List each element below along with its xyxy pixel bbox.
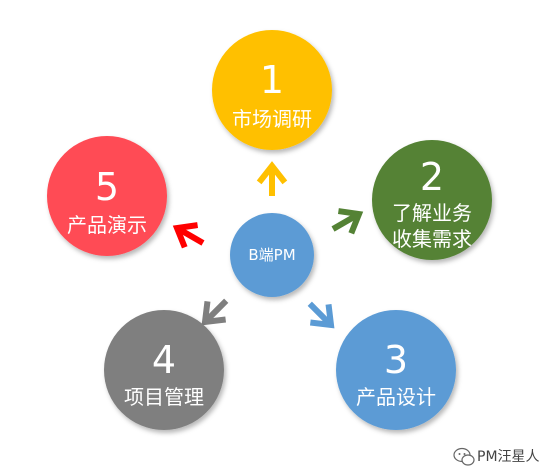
- arrow-head: [201, 300, 227, 326]
- arrow-to-step-3: [307, 301, 335, 329]
- arrow-head: [172, 222, 199, 249]
- arrow-to-step-5: [172, 222, 205, 249]
- step-2-number: 2: [420, 155, 444, 199]
- step-1-node: 1 市场调研: [212, 30, 332, 150]
- step-2-node: 2 了解业务 收集需求: [372, 140, 492, 260]
- step-4-number: 4: [152, 338, 176, 382]
- arrow-head: [256, 161, 288, 185]
- step-3-node: 3 产品设计: [336, 310, 456, 430]
- arrow-head: [337, 208, 364, 235]
- arrow-shaft: [204, 298, 229, 323]
- center-label: B端PM: [248, 246, 295, 264]
- wechat-icon: [453, 447, 475, 466]
- step-3-number: 3: [384, 338, 408, 382]
- arrow-to-step-4: [201, 298, 229, 326]
- step-5-number: 5: [95, 165, 119, 209]
- step-5-node: 5 产品演示: [47, 136, 167, 256]
- arrow-head: [309, 303, 335, 329]
- step-3-label: 产品设计: [356, 385, 436, 409]
- step-2-label-line-1: 了解业务: [392, 201, 472, 225]
- arrow-shaft: [307, 301, 332, 326]
- step-4-label: 项目管理: [124, 385, 204, 409]
- step-4-node: 4 项目管理: [104, 310, 224, 430]
- watermark-text: PM汪星人: [477, 449, 540, 465]
- arrow-to-step-2: [331, 208, 364, 235]
- step-1-number: 1: [260, 58, 284, 102]
- step-5-label: 产品演示: [67, 213, 147, 237]
- arrow-shaft: [331, 212, 359, 232]
- arrow-to-step-1: [256, 161, 288, 196]
- arrow-shaft: [177, 226, 205, 246]
- watermark: PM汪星人: [453, 447, 540, 466]
- center-node: B端PM: [230, 213, 314, 297]
- step-1-label: 市场调研: [232, 107, 312, 131]
- step-2-label-line-2: 收集需求: [392, 227, 472, 251]
